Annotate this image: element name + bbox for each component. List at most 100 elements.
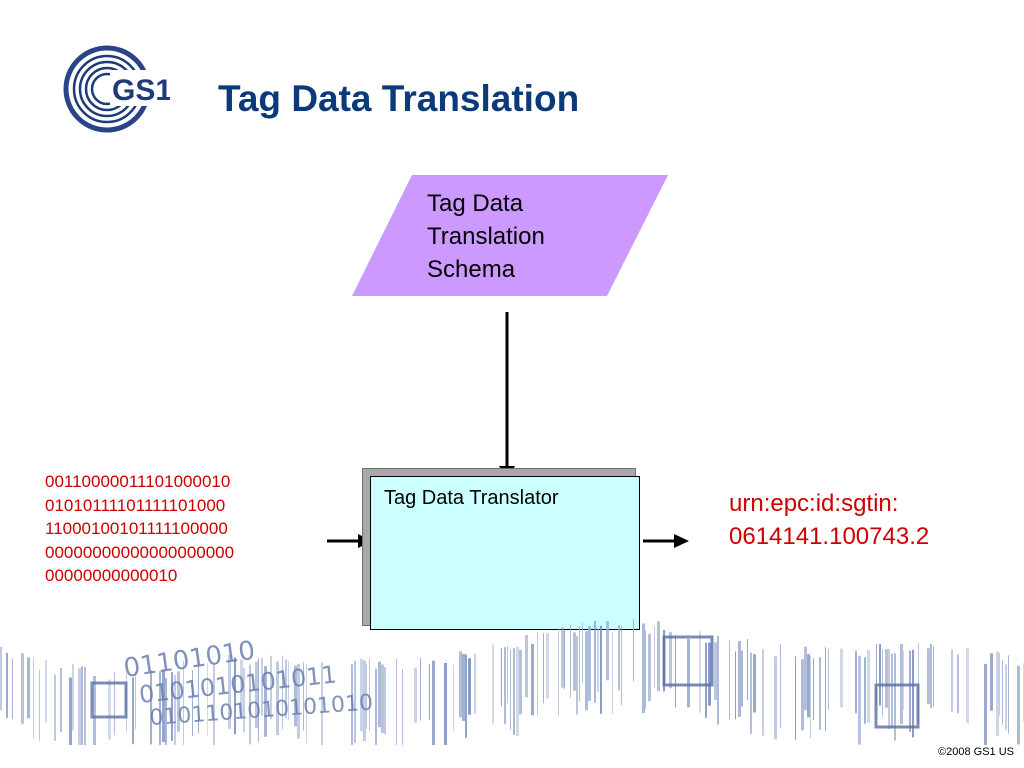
barcode-stripes	[0, 619, 1024, 745]
barcode-stripe	[891, 653, 893, 728]
barcode-stripe	[492, 644, 494, 724]
barcode-stripe	[735, 651, 736, 720]
translator-box	[370, 476, 640, 630]
banner-binary-text: 01101010 0101010101011 0101101010101010	[122, 636, 374, 731]
barcode-stripe	[876, 643, 877, 707]
barcode-stripe	[228, 654, 231, 729]
barcode-stripe	[510, 649, 511, 730]
barcode-stripe	[525, 634, 528, 698]
barcode-stripe	[648, 633, 651, 701]
binary-line-1: 00110000011101000010	[45, 472, 231, 491]
barcode-stripe	[606, 620, 609, 681]
datamatrix-right	[874, 683, 920, 729]
datamatrix-middle	[662, 635, 714, 687]
barcode-stripe	[303, 662, 304, 731]
barcode-stripe	[54, 674, 56, 741]
barcode-stripe	[258, 658, 259, 743]
barcode-stripe	[366, 663, 367, 729]
barcode-stripe	[543, 633, 544, 704]
output-urn-block: urn:epc:id:sgtin: 0614141.100743.2	[729, 487, 929, 553]
barcode-stripe	[285, 659, 287, 718]
barcode-stripe	[27, 657, 30, 719]
barcode-stripe	[903, 651, 904, 711]
barcode-stripe	[531, 643, 534, 716]
barcode-stripe	[570, 625, 571, 699]
schema-label-line-1: Tag Data	[427, 190, 524, 217]
barcode-stripe	[363, 660, 366, 742]
barcode-stripe	[612, 632, 613, 714]
barcode-stripe	[198, 663, 199, 734]
barcode-stripe	[618, 625, 620, 691]
barcode-stripe	[867, 649, 870, 723]
barcode-stripe	[360, 658, 363, 732]
barcode-stripe	[501, 648, 502, 706]
barcode-stripe	[984, 663, 987, 745]
barcode-stripe	[951, 649, 953, 712]
barcode-stripe	[288, 661, 289, 721]
barcode-stripe	[1002, 660, 1003, 725]
urn-line-2: 0614141.100743.2	[729, 523, 930, 550]
barcode-stripe	[927, 648, 930, 705]
barcode-stripe	[645, 630, 646, 709]
barcode-stripe	[396, 658, 397, 745]
barcode-stripe	[807, 654, 810, 718]
binary-line-3: 11000100101111100000	[45, 519, 228, 538]
barcode-stripe	[165, 677, 167, 745]
datamatrix-codes	[90, 635, 920, 729]
barcode-stripe	[795, 656, 796, 740]
barcode-stripe	[912, 649, 914, 738]
barcode-stripe	[132, 677, 134, 745]
barcode-stripe	[354, 660, 356, 743]
barcode-stripe	[384, 667, 386, 735]
barcode-stripe	[858, 655, 861, 745]
barcode-stripe	[93, 675, 96, 745]
barcode-stripe	[600, 625, 602, 714]
barcode-stripe	[801, 659, 804, 731]
barcode-stripe	[687, 638, 690, 708]
barcode-stripe	[468, 658, 471, 715]
barcode-stripe	[594, 620, 596, 703]
schema-label-line-3: Schema	[427, 256, 516, 283]
barcode-stripe	[297, 663, 300, 739]
barcode-stripe	[159, 671, 161, 745]
barcode-stripe	[69, 677, 72, 745]
barcode-stripe	[321, 662, 323, 745]
barcode-stripe	[294, 665, 297, 727]
barcode-stripe	[657, 621, 660, 691]
barcode-stripe	[669, 632, 672, 689]
barcode-stripe	[597, 628, 599, 693]
barcode-stripe	[402, 669, 403, 745]
barcode-stripe	[240, 659, 243, 718]
barcode-stripe	[708, 642, 711, 706]
barcode-stripe	[0, 646, 2, 711]
barcode-stripe	[537, 632, 538, 716]
barcode-stripe	[675, 635, 676, 708]
barcode-stripe	[60, 667, 62, 733]
barcode-stripe	[243, 667, 245, 733]
barcode-stripe	[378, 661, 381, 728]
binary-line-5: 00000000000010	[45, 566, 178, 585]
barcode-stripe	[705, 642, 707, 718]
barcode-stripe	[114, 672, 115, 736]
barcode-stripe	[888, 649, 890, 730]
barcode-stripe	[813, 658, 814, 721]
barcode-stripe	[654, 626, 655, 688]
barcode-stripe	[855, 651, 857, 714]
barcode-stripe	[804, 646, 807, 711]
barcode-stripe	[261, 657, 263, 717]
barcode-stripe	[507, 645, 508, 704]
barcode-stripe	[633, 619, 634, 682]
datamatrix-left	[90, 681, 128, 719]
barcode-stripe	[459, 651, 462, 718]
barcode-stripe	[276, 661, 279, 736]
barcode-stripe	[750, 652, 752, 734]
barcode-stripe	[774, 656, 777, 740]
barcode-stripe	[183, 660, 184, 745]
barcode-stripe	[576, 635, 578, 715]
barcode-stripe	[462, 653, 465, 721]
barcode-stripe	[171, 672, 173, 741]
barcode-stripe	[504, 647, 506, 725]
barcode-stripe	[513, 648, 515, 735]
barcode-stripe	[828, 648, 829, 710]
